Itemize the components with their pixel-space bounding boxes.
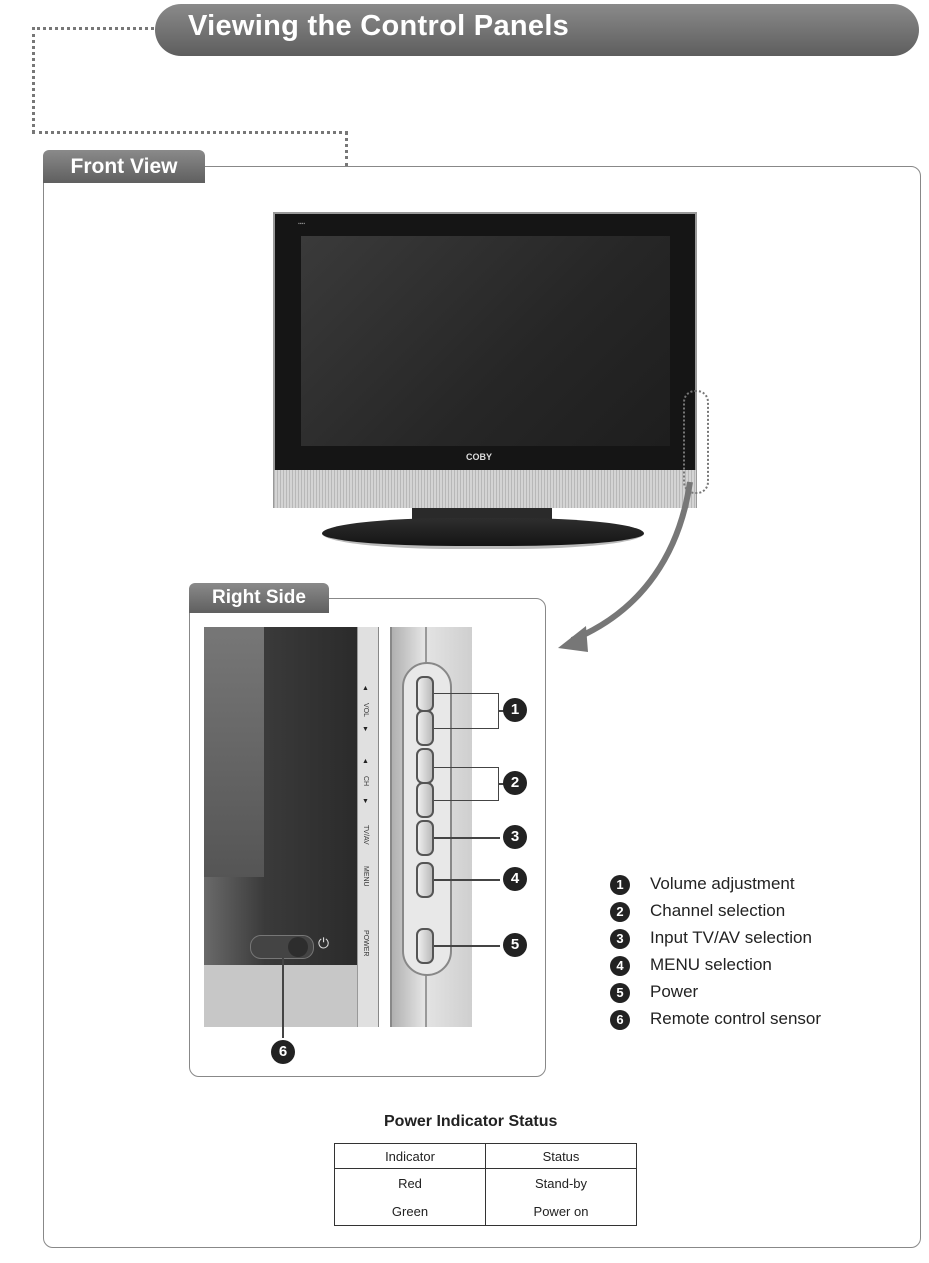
callout-line	[498, 783, 506, 785]
table-cell: Red	[334, 1168, 486, 1197]
tv-screen	[301, 236, 670, 446]
table-header-row: Indicator Status	[334, 1143, 637, 1169]
legend-text: Channel selection	[650, 901, 786, 920]
remote-sensor	[288, 937, 308, 957]
callout-bracket-2	[434, 767, 499, 801]
table-cell: Green	[334, 1197, 486, 1226]
connector-dotted-line	[32, 27, 35, 133]
arrow-up-icon: ▲	[362, 758, 369, 765]
callout-5: 5	[503, 933, 527, 957]
power-indicator-table: Indicator Status Red Stand-by Green Powe…	[334, 1143, 637, 1226]
legend-text: MENU selection	[650, 955, 772, 974]
page-title-banner	[155, 4, 919, 56]
side-panel-highlight	[683, 390, 709, 494]
legend-text: Input TV/AV selection	[650, 928, 812, 947]
legend-text: Power	[650, 982, 699, 1001]
legend-item: 5 Power	[610, 982, 698, 1003]
legend-item: 1 Volume adjustment	[610, 874, 795, 895]
header-indicator: Indicator	[334, 1143, 486, 1169]
callout-3: 3	[503, 825, 527, 849]
connector-dotted-line	[32, 131, 348, 134]
callout-line	[434, 945, 500, 947]
right-side-frame	[189, 598, 546, 1077]
tv-model-mark: ▪▪▪▪	[298, 221, 306, 227]
callout-2: 2	[503, 771, 527, 795]
vol-up-button	[416, 676, 434, 712]
arrow-down-icon: ▼	[362, 726, 369, 733]
legend-number: 6	[610, 1009, 630, 1030]
legend-item: 6 Remote control sensor	[610, 1009, 821, 1030]
curved-arrow-icon	[558, 481, 693, 652]
legend-item: 3 Input TV/AV selection	[610, 928, 812, 949]
side-panel-reflection	[204, 627, 264, 877]
legend-number: 3	[610, 928, 630, 949]
tv-speaker-grille	[274, 470, 696, 508]
right-side-tab: Right Side	[189, 583, 329, 613]
table-row: Red Stand-by	[334, 1168, 637, 1197]
legend-number: 2	[610, 901, 630, 922]
table-title: Power Indicator Status	[384, 1113, 558, 1130]
power-label: POWER	[362, 930, 369, 957]
ch-down-button	[416, 782, 434, 818]
callout-bracket-1	[434, 693, 499, 729]
tv-stand-base	[322, 518, 644, 549]
tvav-button	[416, 820, 434, 856]
front-view-frame	[43, 166, 921, 1248]
callout-line	[434, 879, 500, 881]
legend-number: 5	[610, 982, 630, 1003]
legend-number: 1	[610, 874, 630, 895]
table-cell: Stand-by	[485, 1168, 637, 1197]
connector-dotted-line	[345, 131, 348, 167]
vol-label: VOL	[362, 703, 369, 718]
vol-down-button	[416, 710, 434, 746]
table-cell: Power on	[485, 1197, 637, 1226]
power-button	[416, 928, 434, 964]
menu-button	[416, 862, 434, 898]
menu-label: MENU	[362, 866, 369, 887]
page-title: Viewing the Control Panels	[188, 10, 570, 42]
header-status: Status	[485, 1143, 637, 1169]
legend-text: Volume adjustment	[650, 874, 795, 893]
callout-line	[282, 958, 284, 1038]
legend-item: 2 Channel selection	[610, 901, 785, 922]
callout-line	[498, 710, 506, 712]
tvav-label: TV/AV	[362, 825, 369, 845]
tv-brand-logo: COBY	[466, 452, 493, 462]
arrow-down-icon: ▼	[362, 798, 369, 805]
front-view-tab: Front View	[43, 150, 205, 183]
callout-4: 4	[503, 867, 527, 891]
legend-number: 4	[610, 955, 630, 976]
legend-text: Remote control sensor	[650, 1009, 822, 1028]
callout-line	[434, 837, 500, 839]
power-icon: ⏻	[318, 935, 330, 951]
legend-item: 4 MENU selection	[610, 955, 772, 976]
ch-up-button	[416, 748, 434, 784]
table-row: Green Power on	[334, 1197, 637, 1226]
callout-6: 6	[271, 1040, 295, 1064]
ch-label: CH	[362, 776, 369, 787]
arrow-up-icon: ▲	[362, 685, 369, 692]
callout-1: 1	[503, 698, 527, 722]
connector-dotted-line	[32, 27, 154, 30]
side-label-strip	[357, 627, 379, 1027]
